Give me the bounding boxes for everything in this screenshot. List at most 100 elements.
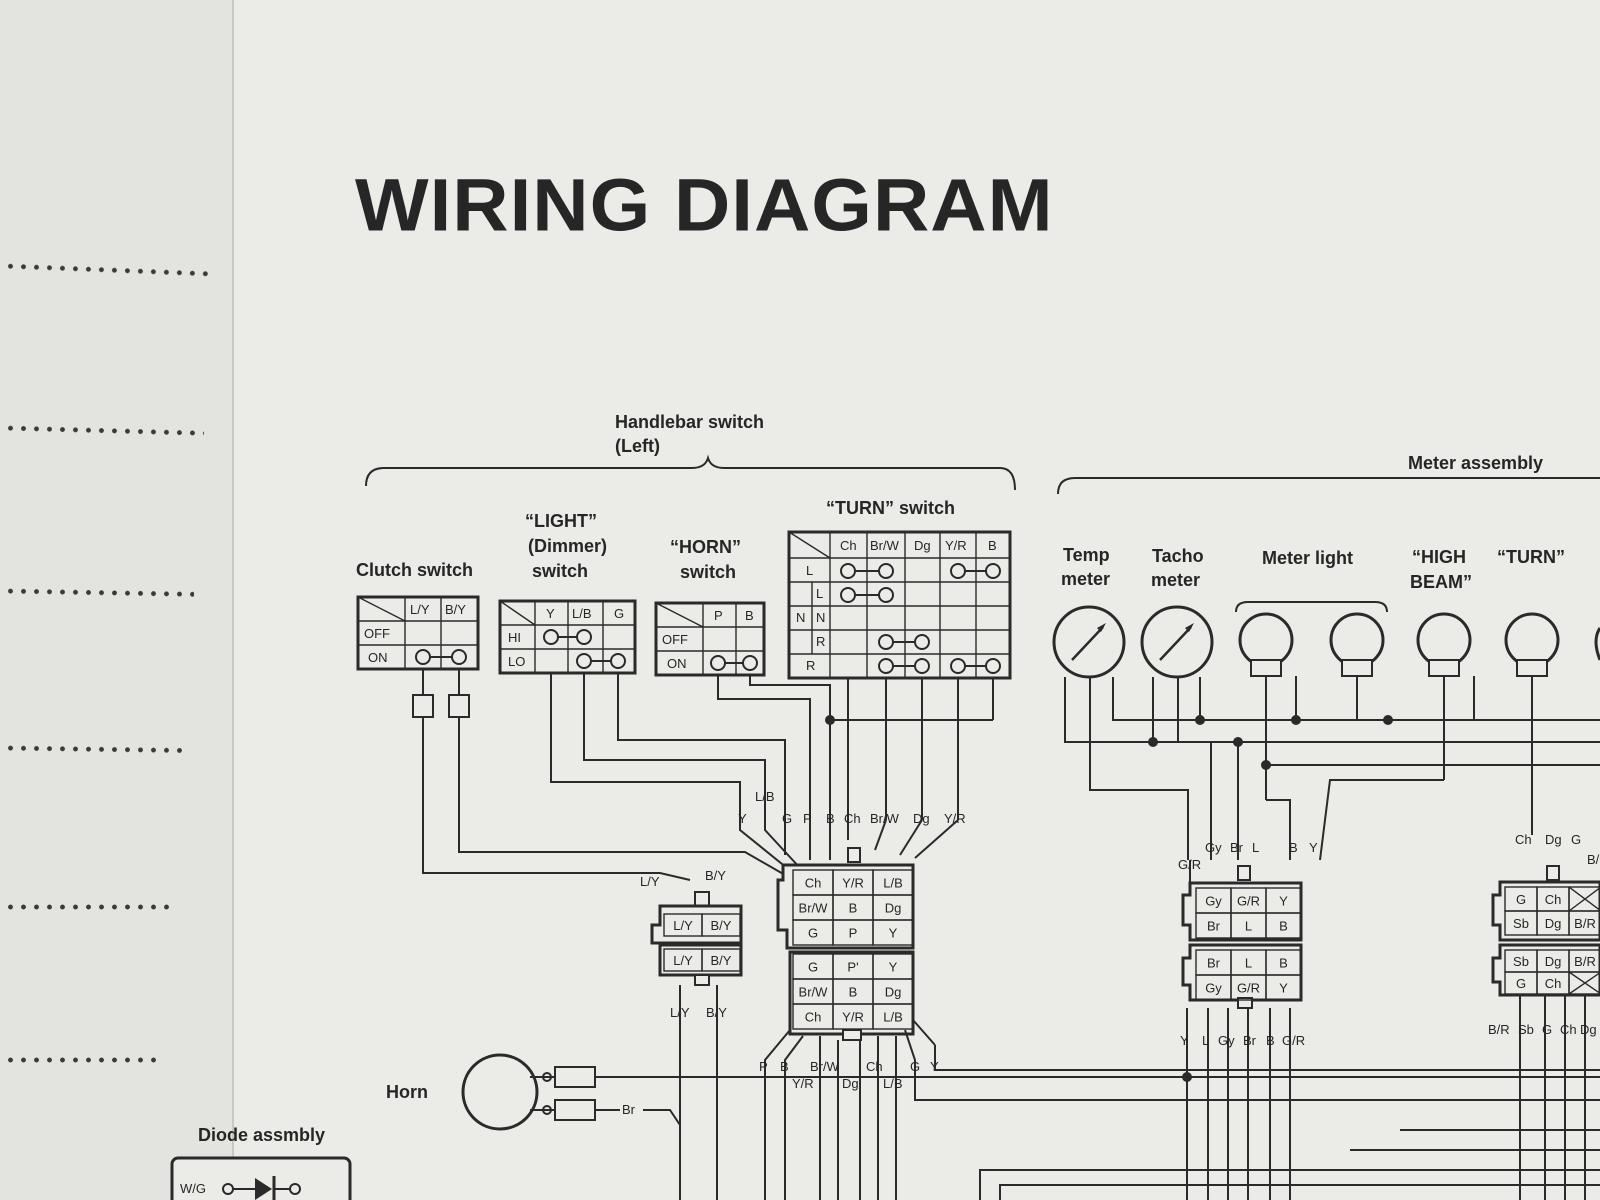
temp-meter-gauge	[1052, 605, 1126, 679]
connector-pin-label: Gy	[1205, 981, 1222, 996]
connector-pin-label: Y	[1279, 894, 1288, 909]
turn-switch-table: Ch Br/W Dg Y/R B L L N N R R	[787, 530, 1012, 680]
wire-label-lb: L/B	[755, 789, 775, 804]
connector-pin-label: B	[1279, 919, 1288, 934]
wire-label: Ch	[866, 1059, 883, 1074]
wire-label: G	[1542, 1022, 1552, 1037]
wire-label: Ch	[1515, 832, 1532, 847]
turn-indicator-bulb	[1504, 612, 1560, 677]
connector-pin-label: L/Y	[673, 918, 693, 933]
handlebar-left-label-1: Handlebar switch	[615, 412, 764, 432]
temp-meter-label-1: Temp	[1063, 545, 1110, 565]
connector-pin-label: Sb	[1513, 954, 1529, 969]
turn-row-l2: L	[816, 586, 823, 601]
wire-label: Sb	[1518, 1022, 1534, 1037]
connector-pin-label: G	[808, 926, 818, 941]
diode-assembly: W/G	[170, 1156, 352, 1200]
turn-row-n: N	[796, 610, 805, 625]
turn-row-r2: R	[806, 658, 815, 673]
horn-col-b: B	[745, 608, 754, 623]
connector-pin-label: Y	[889, 960, 898, 975]
connector-pin-label: Dg	[885, 901, 902, 916]
temp-meter-label-2: meter	[1061, 569, 1110, 589]
clutch-wiring	[412, 669, 786, 881]
dotted-leader-row	[4, 1057, 164, 1063]
turn-col-yr: Y/R	[945, 538, 967, 553]
connector-pin-label: B/Y	[711, 953, 732, 968]
wire-label: L/B	[883, 1076, 903, 1091]
turn-col-dg: Dg	[914, 538, 931, 553]
connector-pin-label: B	[849, 901, 858, 916]
wire-label: Y/R	[944, 811, 966, 826]
wire-label: Y	[738, 811, 747, 826]
connector-pin-label: B/R	[1574, 954, 1596, 969]
wire-label-gr: G/R	[1178, 857, 1201, 872]
partial-bulb	[1594, 627, 1600, 661]
clutch-switch-table: L/Y B/Y OFF ON	[356, 595, 480, 671]
connector-pin-label: Y	[889, 926, 898, 941]
light-switch-table: Y L/B G HI LO	[498, 599, 637, 675]
connector-pin-label: Dg	[885, 985, 902, 1000]
connector-pin-label: L/B	[883, 1010, 903, 1025]
light-switch-label-2: (Dimmer)	[528, 536, 607, 556]
handlebar-left-bracket	[365, 454, 1016, 491]
wire-label-by-bottom: B/Y	[706, 1005, 727, 1020]
wire-label: G/R	[1282, 1033, 1305, 1048]
turn-col-b: B	[988, 538, 997, 553]
wire-label: Y	[1309, 840, 1318, 855]
small-connector: L/Y B/Y	[650, 891, 743, 1200]
clutch-col-by: B/Y	[445, 602, 466, 617]
turn-switch-label: “TURN” switch	[826, 498, 955, 518]
wire-label: Br/W	[870, 811, 900, 826]
connector-pin-label: Y/R	[842, 876, 864, 891]
wire-label: L	[1202, 1033, 1209, 1048]
meter-light-bulb	[1329, 612, 1385, 677]
light-col-y: Y	[546, 606, 555, 621]
connector-pin-label: L	[1245, 919, 1252, 934]
wire-label: G	[910, 1059, 920, 1074]
wire-label: G	[782, 811, 792, 826]
wire-label: Y/R	[792, 1076, 814, 1091]
connector-pin-label: G/R	[1237, 894, 1260, 909]
handlebar-harness	[550, 673, 994, 869]
light-col-lb: L/B	[572, 606, 592, 621]
page-title: WIRING DIAGRAM	[355, 163, 1054, 247]
connector-cell	[701, 948, 741, 972]
connector-pin-label: G	[808, 960, 818, 975]
light-switch-label-1: “LIGHT”	[525, 511, 597, 531]
main-bottom-harness: P B Br/W Ch G Y Y/R Dg L/B	[759, 1019, 1600, 1200]
wire-label: Gy	[1218, 1033, 1235, 1048]
wire-label-ly: L/Y	[640, 874, 660, 889]
tacho-meter-gauge	[1140, 605, 1214, 679]
high-beam-bulb	[1416, 612, 1472, 677]
wire-label: B	[826, 811, 835, 826]
connector-pin-label: B	[849, 985, 858, 1000]
horn-switch-label-2: switch	[680, 562, 736, 582]
connector-pin-label: Sb	[1513, 916, 1529, 931]
wire-label: L	[1252, 840, 1259, 855]
unused-pin-mark	[1568, 886, 1600, 912]
diode-assembly-label: Diode assmbly	[198, 1125, 325, 1145]
wire-label: Dg	[1580, 1022, 1597, 1037]
wire-label: Ch	[844, 811, 861, 826]
main-connector	[776, 847, 915, 1041]
connector-pin-label: Dg	[1545, 916, 1562, 931]
connector-cell	[872, 919, 914, 946]
left-page	[0, 0, 240, 1200]
meter-connector: Y L Gy Br B G/R	[760, 865, 1600, 1200]
connector-pin-label: Ch	[1545, 976, 1562, 991]
connector-cell	[872, 1003, 914, 1030]
wire-label: G	[1571, 832, 1581, 847]
connector-pin-label: Y	[1279, 981, 1288, 996]
wire-label: B	[780, 1059, 789, 1074]
wire-label: P	[803, 811, 812, 826]
unused-pin-mark	[1568, 971, 1600, 995]
clutch-switch-label: Clutch switch	[356, 560, 473, 580]
connector-cell	[1265, 912, 1302, 939]
wire-label: Br	[1243, 1033, 1257, 1048]
turn-row-n-sub: N	[816, 610, 825, 625]
connector-pin-label: Y/R	[842, 1010, 864, 1025]
light-col-g: G	[614, 606, 624, 621]
meter-light-label: Meter light	[1262, 548, 1353, 568]
meter-assembly-label: Meter assembly	[1408, 453, 1543, 473]
